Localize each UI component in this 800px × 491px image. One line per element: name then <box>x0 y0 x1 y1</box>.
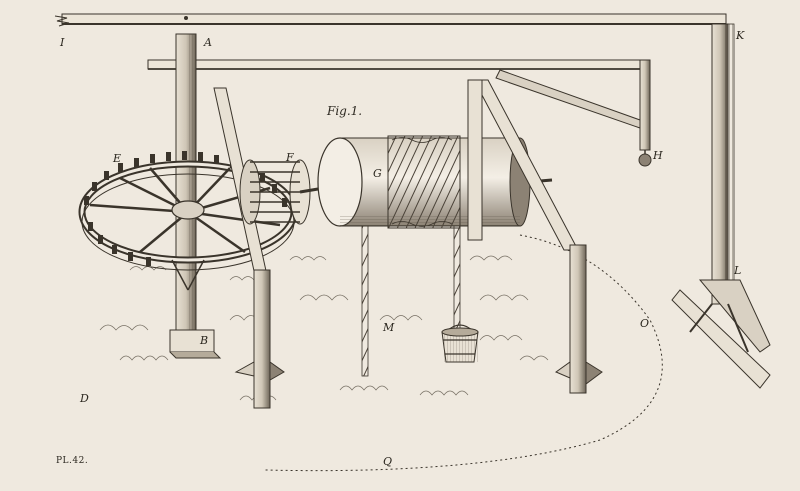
plate-number: PL.42. <box>56 456 89 466</box>
label-B: B <box>200 334 209 347</box>
label-O: O <box>640 317 650 330</box>
label-F: F <box>286 151 294 164</box>
label-G: G <box>373 167 382 180</box>
top-beam <box>54 13 727 27</box>
label-K: K <box>736 29 745 42</box>
right-frame-post <box>671 23 771 389</box>
well-boundary-dotted <box>264 234 663 472</box>
label-A: A <box>204 36 212 49</box>
ground-grass <box>99 255 549 401</box>
label-M: M <box>383 321 395 334</box>
label-L: L <box>734 264 742 277</box>
label-I: I <box>60 36 65 49</box>
winding-drum-G <box>317 135 553 229</box>
label-E: E <box>113 152 122 165</box>
label-H: H <box>653 149 663 162</box>
well-bucket <box>441 324 479 363</box>
upper-crossbeam <box>147 59 652 167</box>
left-upright-frame <box>213 87 285 409</box>
right-upright-frame <box>467 79 603 394</box>
label-Q: Q <box>383 455 393 468</box>
figure-title: Fig.1. <box>327 104 363 118</box>
label-D: D <box>80 392 89 405</box>
